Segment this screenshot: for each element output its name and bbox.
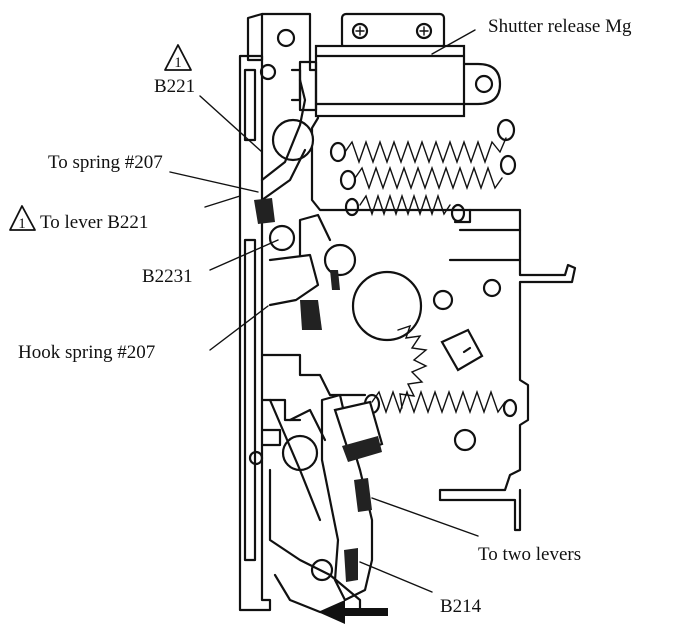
warning-mark-top: 1 — [174, 55, 182, 71]
gear-segment — [397, 324, 428, 409]
warning-triangle-icon: 1 — [164, 44, 192, 71]
mechanism-drawing — [169, 12, 577, 624]
label-to-spring-207: To spring #207 — [48, 152, 163, 173]
label-shutter-release-mg: Shutter release Mg — [488, 16, 632, 37]
frame-plate — [260, 12, 577, 532]
main-cam — [351, 270, 423, 342]
label-b221: B221 — [154, 76, 195, 97]
label-hook-spring-207: Hook spring #207 — [18, 342, 155, 363]
leader-lines — [169, 29, 479, 593]
label-b2231: B2231 — [142, 266, 193, 287]
warning-triangle-icon: 1 — [9, 205, 36, 232]
shutter-release-magnet — [290, 12, 502, 118]
label-b214: B214 — [440, 596, 482, 617]
label-to-two-levers: To two levers — [478, 544, 581, 565]
label-to-lever-b221: To lever B221 — [40, 212, 148, 233]
tension-springs — [329, 118, 518, 418]
warning-mark-left: 1 — [18, 216, 26, 232]
direction-arrow-left-icon — [318, 600, 388, 624]
